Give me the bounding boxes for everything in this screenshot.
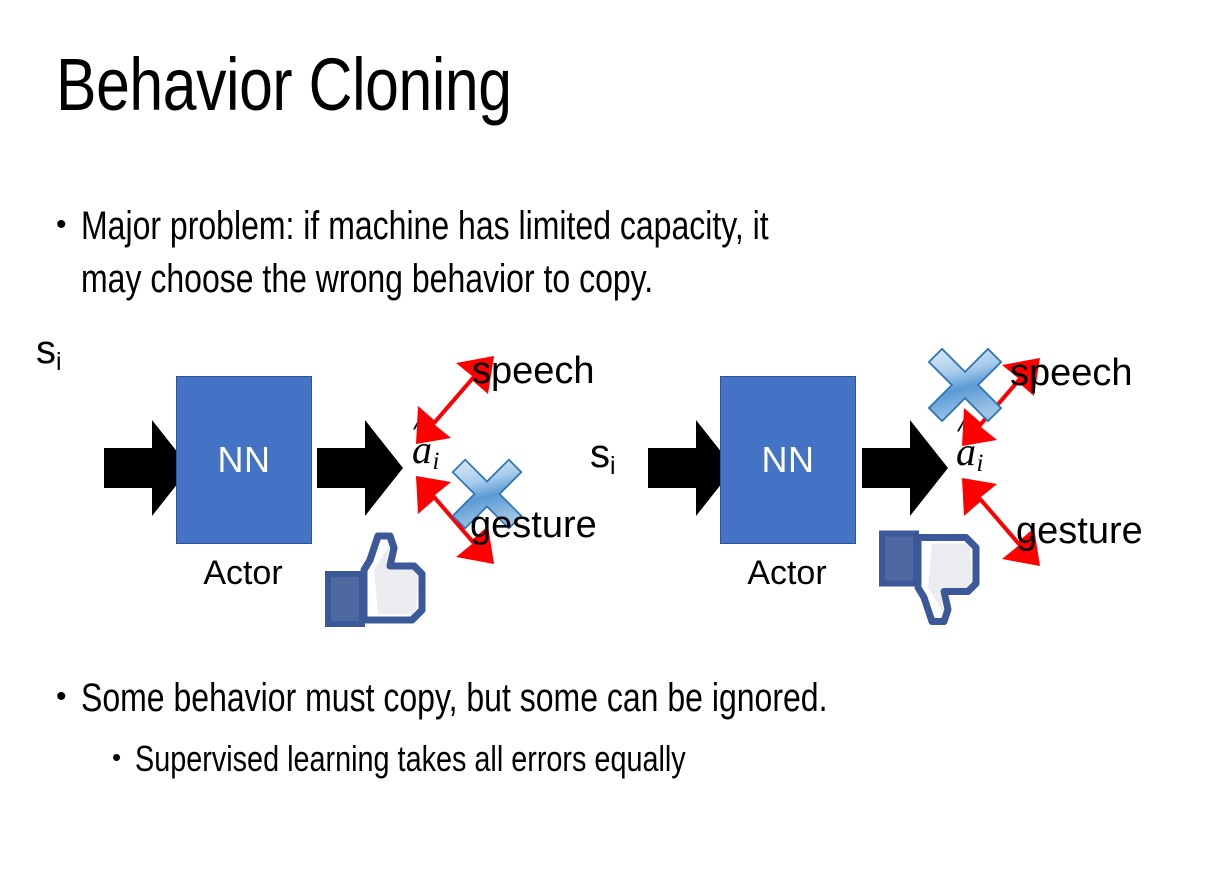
output-label-speech-right: speech (1010, 352, 1133, 394)
bullet-marker-icon: • (56, 208, 67, 241)
bullet-marker-icon: • (112, 742, 122, 772)
state-input-label: si (590, 432, 616, 480)
branch-arrow-gesture-icon (962, 478, 1040, 566)
bullet-item-some-behavior: • Some behavior must copy, but some can … (56, 672, 1176, 725)
output-label-speech-left: speech (472, 350, 595, 392)
bullet-text: Some behavior must copy, but some can be… (80, 676, 828, 720)
neural-network-label: NN (217, 439, 271, 480)
output-label-gesture-left: gesture (470, 504, 597, 546)
output-arrow-icon (317, 420, 403, 516)
cross-out-icon-speech (927, 347, 1003, 423)
thumbs-down-icon (879, 530, 980, 625)
bullet-text: Supervised learning takes all errors equ… (135, 738, 686, 779)
diagram-behavior-cloning-wrong: si NN Actor ai (562, 340, 1142, 640)
page-title: Behavior Cloning (56, 43, 512, 126)
output-arrow-icon (862, 420, 948, 516)
neural-network-label: NN (761, 439, 815, 480)
branch-arrow-speech-icon (416, 356, 494, 444)
state-input-label: si (36, 328, 62, 376)
input-arrow-icon (104, 420, 190, 516)
output-label-gesture-right: gesture (1016, 510, 1143, 552)
neural-network-box: NN (720, 376, 856, 544)
branch-arrow-speech-icon (962, 358, 1040, 446)
input-arrow-icon (648, 420, 734, 516)
actor-label: Actor (203, 554, 283, 592)
bullet-text: Major problem: if machine has limited ca… (80, 204, 769, 301)
bullet-marker-icon: • (56, 680, 67, 713)
branch-arrow-gesture-icon (416, 476, 494, 564)
bullet-item-major-problem: • Major problem: if machine has limited … (56, 200, 1176, 306)
diagram-behavior-cloning-correct: si NN Actor ai (14, 330, 594, 640)
bullet-item-supervised-learning: • Supervised learning takes all errors e… (112, 735, 1172, 783)
actor-label: Actor (747, 554, 827, 592)
neural-network-box: NN (176, 376, 312, 544)
cross-out-icon-gesture (451, 458, 523, 530)
thumbs-up-icon (325, 532, 426, 627)
